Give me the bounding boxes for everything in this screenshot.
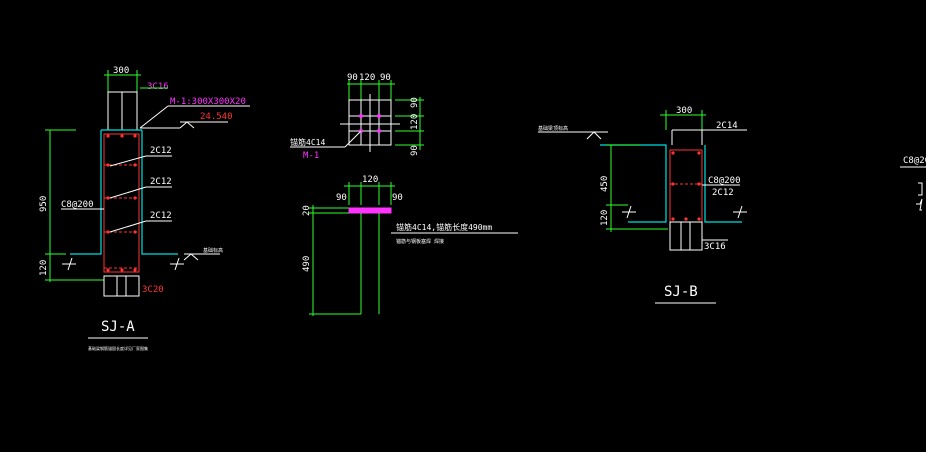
sj-a-beam-left-edge [70,130,102,255]
sj-a-bar1-leader [109,155,147,167]
sj-b-bar-label: 2C12 [712,188,734,198]
section-dim-b-label: 120 [362,175,378,185]
plate-side-a-label: 90 [410,97,420,108]
plate-anchor-leader [344,130,362,148]
section-weld-note: 锚筋与钢板塞焊 焊接 [396,238,444,245]
sj-a-rebar-cage [103,133,140,273]
sj-b-pile [669,221,703,251]
section-sj-b: 基础梁顶标高 300 2C14 C8@200 2C12 450 120 [538,106,747,304]
section-length-label: 490 [302,256,312,272]
sj-b-dim-height-label: 450 [600,176,610,192]
sj-a-break-left [62,257,76,271]
partial-break [916,198,923,211]
sj-a-break-right [170,257,184,271]
sj-a-dim-height-label: 950 [39,196,49,212]
sj-b-ground-triangle [586,131,602,140]
sj-a-rebar-bottom-label: 3C20 [142,285,164,295]
sj-b-ground-label: 基础梁顶标高 [538,125,568,132]
plate-anchor-label: 锚筋4C14 [290,137,325,147]
sj-a-dim-bottom-label: 120 [39,260,49,276]
sj-a-note: 基础梁钢筋锚固长度详见厂家图集 [88,345,148,351]
sj-b-dim-top-label: 300 [676,106,692,116]
section-dim-a-label: 90 [336,193,347,203]
plate-side-c-label: 90 [410,145,420,156]
sj-a-bar3-label: 2C12 [150,211,172,221]
sj-a-rebar-top-label: 3C16 [147,82,169,92]
sj-b-rebar-dots [671,151,701,221]
sj-b-rebar-cage [669,149,703,223]
plate-dim-c-label: 90 [380,73,391,83]
section-sj-a: 300 3C16 M-1:300X300X20 24.540 [39,66,250,351]
sj-a-stirrup-label: C8@200 [61,200,94,210]
sj-a-elevation-label: 24.540 [200,112,233,122]
sj-a-ground-label: 基础标高 [203,247,223,254]
plate-name-label: M-1 [303,151,319,161]
plate-anchor-dots [359,114,381,133]
partial-stirrup-label: C8@20 [903,156,926,166]
sj-a-title: SJ-A [101,319,135,335]
section-partial-right: C8@20 [900,156,926,211]
sj-a-bar1-label: 2C12 [150,146,172,156]
partial-bracket-1 [918,182,923,196]
plate-side-b-label: 120 [410,114,420,130]
sj-a-rebar-dots [106,134,137,272]
sj-b-break-right [733,205,747,219]
section-dim-c-label: 90 [392,193,403,203]
sj-a-plate-label: M-1:300X300X20 [170,97,246,107]
sj-b-beam-right-edge [704,145,742,223]
sj-b-rebar-top-label: 2C14 [716,121,738,131]
sj-a-ground-triangle [183,253,199,261]
plate-dim-b-label: 120 [359,73,375,83]
section-steel-plate [348,207,392,214]
sj-a-beam-right-edge [141,130,178,255]
plate-detail-plan: 90 120 90 90 120 90 锚筋4C14 M-1 [290,73,424,161]
sj-b-dim-bottom-label: 120 [600,210,610,226]
section-thick-label: 20 [302,205,312,216]
sj-a-bar2-label: 2C12 [150,177,172,187]
sj-b-break-left [622,205,636,219]
plate-dim-a-label: 90 [347,73,358,83]
sj-a-plate-leader [139,105,169,129]
sj-a-bar2-leader [109,186,147,199]
sj-a-bar3-leader [109,220,147,233]
sj-a-pile [103,275,140,297]
section-anchor-note: 锚筋4C14,锚筋长度490mm [396,222,492,232]
plate-detail-section: 90 120 90 20 490 锚筋4C14,锚筋长度490mm 锚筋与钢板塞… [302,175,518,316]
sj-a-elevation-triangle [179,121,195,129]
sj-b-rebar-bottom-label: 3C16 [704,242,726,252]
sj-a-dim-top-label: 300 [113,66,129,76]
sj-b-stirrup-label: C8@200 [708,176,741,186]
sj-b-title: SJ-B [664,284,698,300]
